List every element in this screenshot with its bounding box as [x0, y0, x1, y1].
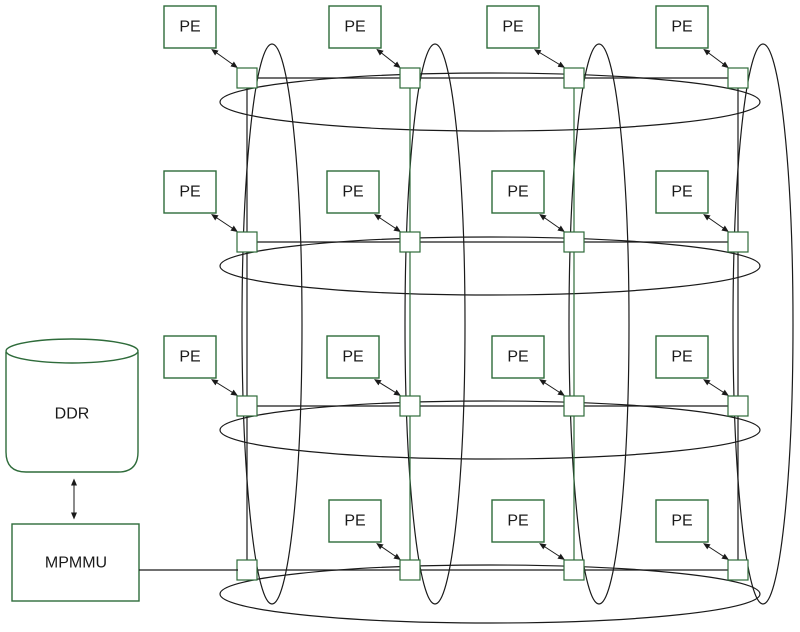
pe-label: PE — [344, 513, 365, 530]
pe-router-link-r4-c4 — [703, 543, 729, 560]
pe-router-link-r2-c3 — [539, 213, 565, 233]
pe-r2-c1: PE — [163, 170, 217, 214]
pe-box — [655, 499, 709, 543]
pe-label: PE — [344, 19, 365, 36]
pe-label: PE — [507, 349, 528, 366]
pe-box — [655, 5, 709, 49]
pe-r4-c4: PE — [655, 499, 709, 543]
pe-r1-c1: PE — [163, 5, 217, 49]
router-r4-c4 — [727, 559, 749, 581]
pe-router-link-r3-c2 — [374, 379, 401, 396]
pe-label: PE — [671, 19, 692, 36]
horizontal-ring-row-2 — [219, 236, 761, 296]
router-r2-c3 — [563, 231, 585, 253]
horizontal-ring-row-3 — [219, 400, 761, 460]
pe-router-links — [211, 48, 729, 560]
router-r2-c4 — [727, 231, 749, 253]
ddr-cylinder-body — [5, 352, 139, 473]
ddr-cylinder-top — [5, 338, 139, 364]
horizontal-rings — [219, 72, 761, 624]
pe-router-link-r4-c2 — [376, 543, 401, 560]
pe-label: PE — [179, 19, 200, 36]
mpmmu-controller: MPMMU — [11, 523, 140, 602]
ddr-label: DDR — [55, 406, 90, 423]
router-r4-c2 — [399, 559, 421, 581]
pe-box — [655, 170, 709, 214]
vertical-ring-col-2 — [404, 43, 466, 605]
pe-r2-c2: PE — [326, 170, 380, 214]
router-r4-c1 — [236, 559, 258, 581]
pe-router-link-r4-c3 — [539, 543, 565, 560]
vertical-ring-col-1 — [241, 43, 303, 605]
router-r3-c3 — [563, 395, 585, 417]
processing-elements: PE PE PE PE PE PE PE PE PE PE PE PE PE PE PE — [163, 5, 709, 543]
pe-router-link-r2-c1 — [211, 214, 238, 232]
pe-label: PE — [671, 184, 692, 201]
pe-label: PE — [179, 184, 200, 201]
pe-box — [163, 170, 217, 214]
pe-box — [486, 5, 540, 49]
pe-router-link-r1-c3 — [533, 49, 566, 68]
router-r2-c1 — [236, 231, 258, 253]
pe-r4-c2: PE — [328, 499, 382, 543]
mpmmu-label: MPMMU — [45, 555, 107, 572]
router-r1-c4 — [727, 67, 749, 89]
pe-box — [326, 170, 380, 214]
pe-r3-c3: PE — [491, 335, 545, 379]
pe-label: PE — [342, 349, 363, 366]
pe-box — [491, 499, 545, 543]
pe-r2-c3: PE — [491, 170, 545, 214]
pe-router-link-r1-c4 — [703, 48, 729, 69]
pe-box — [163, 335, 217, 379]
pe-r2-c4: PE — [655, 170, 709, 214]
pe-r4-c3: PE — [491, 499, 545, 543]
pe-r1-c3: PE — [486, 5, 540, 49]
mpmmu-box — [11, 523, 140, 602]
router-r1-c2 — [399, 67, 421, 89]
pe-label: PE — [179, 349, 200, 366]
pe-router-link-r2-c4 — [703, 213, 729, 233]
router-r1-c3 — [563, 67, 585, 89]
pe-box — [163, 5, 217, 49]
mesh-wires — [246, 77, 739, 571]
vertical-rings — [241, 43, 794, 605]
pe-box — [328, 499, 382, 543]
router-r3-c1 — [236, 395, 258, 417]
pe-r1-c2: PE — [328, 5, 382, 49]
pe-label: PE — [502, 19, 523, 36]
pe-router-link-r3-c1 — [211, 379, 238, 396]
router-r3-c4 — [727, 395, 749, 417]
pe-r3-c4: PE — [655, 335, 709, 379]
pe-router-link-r3-c3 — [539, 379, 565, 396]
router-r2-c2 — [399, 231, 421, 253]
pe-label: PE — [671, 349, 692, 366]
routers — [236, 67, 749, 581]
pe-label: PE — [507, 513, 528, 530]
horizontal-ring-row-1 — [219, 72, 761, 132]
pe-router-link-r2-c2 — [374, 214, 401, 232]
pe-label: PE — [671, 513, 692, 530]
ddr-memory: DDR — [5, 338, 139, 473]
pe-r1-c4: PE — [655, 5, 709, 49]
pe-r3-c1: PE — [163, 335, 217, 379]
router-r3-c2 — [399, 395, 421, 417]
pe-label: PE — [342, 184, 363, 201]
pe-label: PE — [507, 184, 528, 201]
horizontal-ring-row-4 — [219, 564, 761, 624]
pe-box — [655, 335, 709, 379]
pe-router-link-r3-c4 — [703, 379, 729, 396]
pe-router-link-r1-c2 — [376, 48, 401, 69]
pe-box — [491, 170, 545, 214]
router-r4-c3 — [563, 559, 585, 581]
pe-box — [491, 335, 545, 379]
vertical-ring-col-4 — [732, 43, 794, 605]
pe-box — [328, 5, 382, 49]
router-r1-c1 — [236, 67, 258, 89]
vertical-ring-col-3 — [568, 43, 630, 605]
pe-router-link-r1-c1 — [211, 48, 238, 69]
pe-r3-c2: PE — [326, 335, 380, 379]
pe-box — [326, 335, 380, 379]
